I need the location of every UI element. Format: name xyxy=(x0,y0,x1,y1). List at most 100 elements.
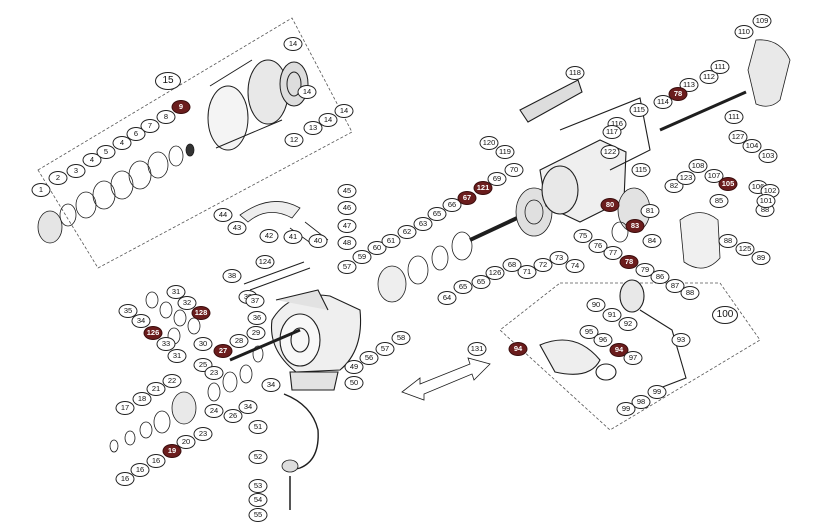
part-callout: 105 xyxy=(718,177,738,191)
part-callout: 62 xyxy=(397,225,417,239)
part-callout: 109 xyxy=(752,14,772,28)
handle-assembly xyxy=(539,279,687,389)
part-callout: 128 xyxy=(191,306,211,320)
spool-group-box xyxy=(37,17,353,269)
part-callout: 16 xyxy=(115,472,135,486)
part-callout: 67 xyxy=(457,191,477,205)
part-callout: 1 xyxy=(31,183,51,197)
part-callout: 3 xyxy=(66,164,86,178)
side-cover xyxy=(679,212,721,269)
part-callout: 47 xyxy=(337,219,357,233)
part-callout: 119 xyxy=(495,145,515,159)
part-callout: 36 xyxy=(247,311,267,325)
part-callout: 34 xyxy=(131,314,151,328)
part-callout: 46 xyxy=(337,201,357,215)
part-callout: 124 xyxy=(255,255,275,269)
part-callout: 6 xyxy=(126,127,146,141)
part-callout: 28 xyxy=(229,334,249,348)
part-callout: 4 xyxy=(112,136,132,150)
part-callout: 34 xyxy=(261,378,281,392)
part-callout: 107 xyxy=(704,169,724,183)
part-callout: 126 xyxy=(485,266,505,280)
part-callout: 50 xyxy=(344,376,364,390)
part-callout: 117 xyxy=(602,125,622,139)
part-callout: 74 xyxy=(565,259,585,273)
part-callout: 88 xyxy=(680,286,700,300)
stem-cap xyxy=(747,39,791,107)
part-callout: 87 xyxy=(665,279,685,293)
part-callout: 13 xyxy=(303,121,323,135)
part-callout: 65 xyxy=(471,275,491,289)
part-callout: 48 xyxy=(337,236,357,250)
part-callout: 96 xyxy=(593,333,613,347)
part-callout: 23 xyxy=(193,427,213,441)
part-callout: 115 xyxy=(629,103,649,117)
part-callout: 90 xyxy=(586,298,606,312)
part-callout: 81 xyxy=(640,204,660,218)
part-callout: 126 xyxy=(143,326,163,340)
part-callout: 110 xyxy=(734,25,754,39)
part-callout: 40 xyxy=(308,234,328,248)
part-callout: 78 xyxy=(668,87,688,101)
part-callout: 34 xyxy=(238,400,258,414)
part-callout: 26 xyxy=(223,409,243,423)
part-callout: 104 xyxy=(742,139,762,153)
part-callout: 111 xyxy=(724,110,744,124)
part-callout: 115 xyxy=(631,163,651,177)
part-callout: 94 xyxy=(508,342,528,356)
part-callout: 127 xyxy=(728,130,748,144)
spool xyxy=(207,59,309,151)
part-callout: 8 xyxy=(156,110,176,124)
part-callout: 118 xyxy=(565,66,585,80)
part-callout: 108 xyxy=(688,159,708,173)
part-callout: 7 xyxy=(140,119,160,133)
part-callout: 31 xyxy=(167,349,187,363)
part-callout: 18 xyxy=(132,392,152,406)
part-callout: 69 xyxy=(487,172,507,186)
part-callout: 84 xyxy=(642,234,662,248)
part-callout: 123 xyxy=(676,171,696,185)
part-callout: 33 xyxy=(156,337,176,351)
part-callout: 14 xyxy=(334,104,354,118)
part-callout: 78 xyxy=(619,255,639,269)
part-callout: 14 xyxy=(283,37,303,51)
part-callout: 58 xyxy=(391,331,411,345)
part-callout: 31 xyxy=(166,285,186,299)
part-callout: 23 xyxy=(204,366,224,380)
part-callout: 70 xyxy=(504,163,524,177)
part-callout: 51 xyxy=(248,420,268,434)
part-callout: 56 xyxy=(359,351,379,365)
part-callout: 19 xyxy=(162,444,182,458)
part-callout: 43 xyxy=(227,221,247,235)
part-callout: 24 xyxy=(204,404,224,418)
part-callout: 15 xyxy=(155,72,181,90)
part-callout: 49 xyxy=(344,360,364,374)
part-callout: 99 xyxy=(616,402,636,416)
handle-group-box xyxy=(499,282,761,431)
rotor xyxy=(270,289,362,391)
part-callout: 122 xyxy=(600,145,620,159)
part-callout: 38 xyxy=(222,269,242,283)
part-callout: 17 xyxy=(115,401,135,415)
part-callout: 66 xyxy=(442,198,462,212)
part-callout: 64 xyxy=(437,291,457,305)
part-callout: 41 xyxy=(283,230,303,244)
part-callout: 85 xyxy=(709,194,729,208)
part-callout: 80 xyxy=(600,198,620,212)
part-callout: 99 xyxy=(647,385,667,399)
part-callout: 68 xyxy=(502,258,522,272)
part-callout: 112 xyxy=(699,70,719,84)
part-callout: 120 xyxy=(479,136,499,150)
part-callout: 131 xyxy=(467,342,487,356)
part-callout: 16 xyxy=(130,463,150,477)
part-callout: 111 xyxy=(710,60,730,74)
part-callout: 89 xyxy=(751,251,771,265)
part-callout: 54 xyxy=(248,493,268,507)
part-callout: 55 xyxy=(248,508,268,522)
part-callout: 91 xyxy=(602,308,622,322)
part-callout: 61 xyxy=(381,234,401,248)
part-callout: 77 xyxy=(603,246,623,260)
part-callout: 71 xyxy=(517,265,537,279)
pinion-assembly xyxy=(109,328,301,453)
